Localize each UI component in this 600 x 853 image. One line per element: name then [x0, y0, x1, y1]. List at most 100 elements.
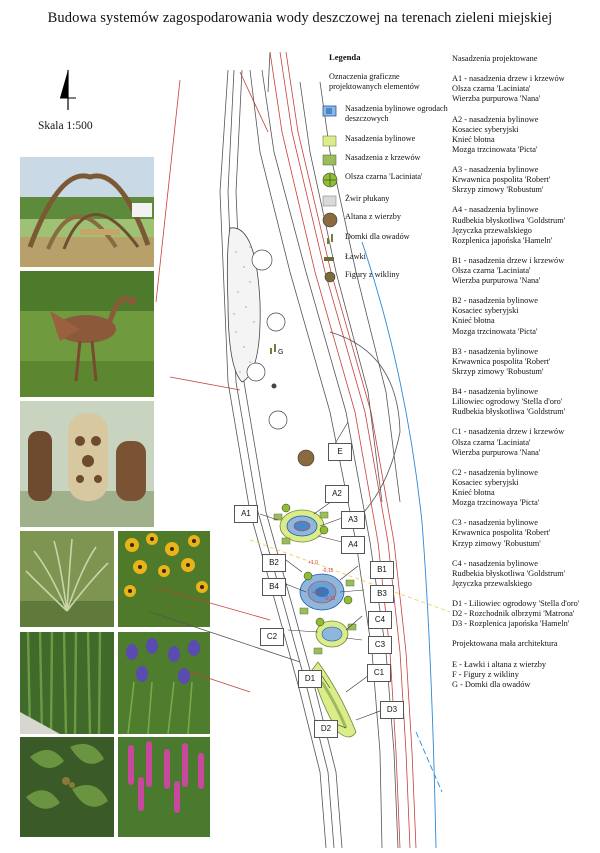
planting-line: C2 - nasadzenia bylinowe — [452, 467, 538, 477]
planting-line: Olsza czarna 'Laciniata' — [452, 265, 531, 275]
perennial-planting-icon — [321, 134, 339, 148]
elevation-label: +1,0 — [312, 590, 322, 596]
legend-label: Ławki — [345, 252, 366, 261]
gravel-icon — [321, 194, 339, 208]
rain-garden-planting-icon — [321, 104, 339, 118]
map-marker-g: G — [278, 349, 283, 356]
planting-line: Mozga trzcinowayа 'Picta' — [452, 498, 540, 508]
legend-label: Olsza czarna 'Laciniata' — [345, 172, 423, 181]
planting-line: Liliowiec ogrodowy 'Stella d'oro' — [452, 397, 563, 407]
photo-alder-leaves — [20, 737, 114, 837]
elevation-label: -0,15 — [324, 596, 336, 602]
site-plan: +1,0 -0,15 +1,0 -0,15 G — [149, 51, 451, 849]
planting-line: Wierzba purpurowa 'Nana' — [452, 447, 541, 457]
map-label-a4: A4 — [341, 536, 365, 554]
legend-item: Nasadzenia bylinowe ogrodach deszczowych — [321, 104, 461, 124]
planting-line: A4 - nasadzenia bylinowe — [452, 205, 539, 215]
planting-line: Krwawnica pospolita 'Robert' — [452, 175, 551, 185]
scale-label: Skala 1:500 — [38, 120, 93, 132]
planting-line: Krzyp zimowy 'Robustum' — [452, 538, 541, 548]
legend-subtitle: Oznaczenia graficzne projektowanych elem… — [329, 72, 420, 91]
planting-line: Języczka przewalskiego — [452, 578, 532, 588]
planting-list-heading: Nasadzenia projektowane — [452, 54, 538, 63]
planting-line: G - Domki dla owadów — [452, 679, 531, 689]
planting-line: E - Ławki i altana z wierzby — [452, 659, 546, 669]
legend-item: Nasadzenia z krzewów — [321, 153, 461, 173]
shrub-planting-icon — [321, 153, 339, 167]
photo-insect-houses — [20, 401, 154, 527]
photo-wicker-heron — [20, 271, 154, 397]
planting-block: D1 - Liliowiec ogrodowy 'Stella d'oro'D2… — [452, 599, 600, 629]
planting-line: D1 - Liliowiec ogrodowy 'Stella d'oro' — [452, 599, 580, 609]
map-label-a2: A2 — [325, 485, 349, 503]
planting-line: Kosaciec syberyjski — [452, 124, 519, 134]
map-label-b1: B1 — [370, 561, 394, 579]
planting-line: Mozga trzcinowata 'Picta' — [452, 144, 538, 154]
planting-line: Rudbekia błyskotliwa 'Goldstrum' — [452, 568, 566, 578]
map-label-c3: C3 — [368, 636, 392, 654]
planting-line: Wierzba purpurowa 'Nana' — [452, 94, 541, 104]
planting-line: D2 - Rozchodnik olbrzymi 'Matrona' — [452, 609, 575, 619]
legend-item: Altana z wierzby — [321, 212, 461, 232]
map-label-a3: A3 — [341, 511, 365, 529]
planting-line: Języczka przewalskiego — [452, 225, 532, 235]
planting-line: Rudbekia błyskotliwa 'Goldstrum' — [452, 215, 566, 225]
map-label-d2: D2 — [314, 720, 338, 738]
legend-label: Nasadzenia bylinowe ogrodach deszczowych — [345, 104, 448, 123]
alder-tree-icon — [321, 172, 339, 188]
photo-siberian-iris — [118, 632, 210, 734]
planting-line: Krwawnica pospolita 'Robert' — [452, 528, 551, 538]
planting-block: Projektowana mała architektura — [452, 639, 600, 649]
insect-house-icon — [321, 232, 339, 246]
planting-line: F - Figury z wikliny — [452, 669, 519, 679]
planting-line: Krwawnica pospolita 'Robert' — [452, 356, 551, 366]
planting-line: Projektowana mała architektura — [452, 639, 558, 649]
legend-item: Olsza czarna 'Laciniata' — [321, 172, 461, 192]
planting-line: Rudbekia błyskotliwa 'Goldstrum' — [452, 407, 566, 417]
legend-label: Żwir płukany — [345, 194, 390, 203]
planting-line: A2 - nasadzenia bylinowe — [452, 114, 539, 124]
insect-house-icon — [270, 344, 276, 354]
planting-line: Skrzyp zimowy 'Robustum' — [452, 366, 544, 376]
photo-rudbeckia — [118, 531, 210, 627]
planting-line: C4 - nasadzenia bylinowe — [452, 558, 538, 568]
map-label-d3: D3 — [380, 701, 404, 719]
planting-line: Wierzba purpurowa 'Nana' — [452, 276, 541, 286]
willow-gazebo-icon — [321, 212, 339, 228]
photo-ornamental-grass — [20, 531, 114, 627]
planting-line: Kosaciec syberyjski — [452, 477, 519, 487]
map-label-c4: C4 — [368, 611, 392, 629]
planting-line: Knieć błotna — [452, 488, 495, 498]
planting-line: D3 - Rozplenica japońska 'Hameln' — [452, 619, 570, 629]
planting-line: Olsza czarna 'Laciniata' — [452, 84, 531, 94]
wicker-figure-icon — [321, 270, 339, 284]
planting-line: Kosaciec syberyjski — [452, 306, 519, 316]
elevation-label: +1,0 — [308, 560, 318, 566]
map-label-e: E — [328, 443, 352, 461]
legend-item: Ławki — [321, 252, 461, 272]
legend-label: Nasadzenia bylinowe — [345, 134, 416, 143]
planting-line: Olsza czarna 'Laciniata' — [452, 437, 531, 447]
legend-item: Figury z wikliny — [321, 270, 461, 290]
north-arrow-icon — [56, 68, 76, 112]
legend-title: Legenda — [329, 52, 361, 62]
map-label-b4: B4 — [262, 578, 286, 596]
planting-line: A3 - nasadzenia bylinowe — [452, 165, 539, 175]
photo-willow-gazebo — [20, 157, 154, 267]
planting-list: Nasadzenia projektowane A1 - nasadzenia … — [452, 54, 600, 700]
planting-line: C3 - nasadzenia bylinowe — [452, 518, 538, 528]
planting-line: Rozplenica japońska 'Hameln' — [452, 235, 553, 245]
photo-loosestrife — [118, 737, 210, 837]
